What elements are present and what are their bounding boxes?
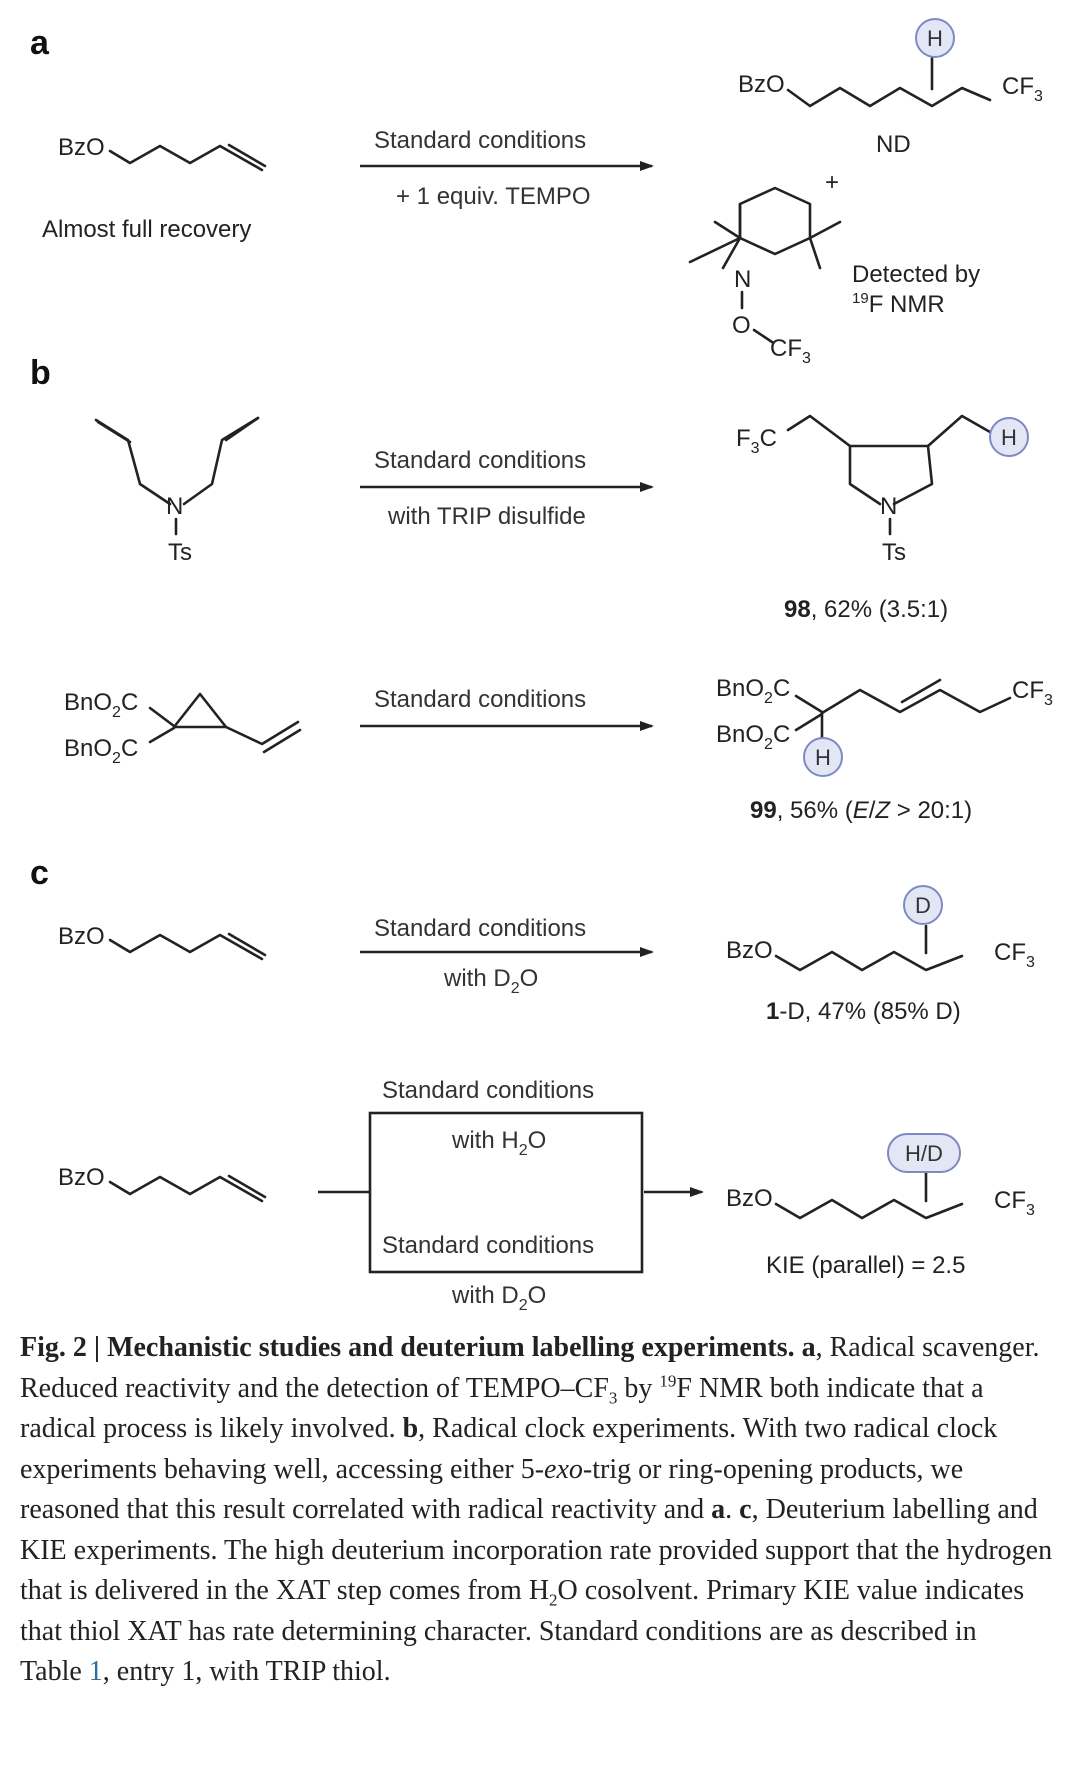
a-tempo-cf: CF3	[770, 335, 811, 367]
a-product-1: BzO H CF3 ND	[738, 18, 1043, 158]
b1-p-h-highlight	[989, 417, 1029, 457]
a-p1-h-label: H	[927, 26, 943, 51]
b2-p-h-label: H	[815, 745, 831, 770]
b1-result: 98, 62% (3.5:1)	[784, 596, 948, 623]
caption-table-ref[interactable]: 1	[88, 1656, 103, 1687]
c2-cond1-top: Standard conditions	[382, 1077, 594, 1104]
c2-p-cf: CF3	[994, 1187, 1035, 1219]
caption-b-label: b	[402, 1413, 419, 1444]
c2-result: KIE (parallel) = 2.5	[766, 1252, 965, 1279]
caption-fig-label: Fig. 2	[20, 1332, 87, 1363]
c1-condition-top: Standard conditions	[374, 915, 586, 942]
c2-sm-bzo: BzO	[58, 1164, 105, 1191]
panel-label-b: b	[30, 354, 51, 392]
caption-c-text3: , entry 1, with TRIP thiol.	[102, 1656, 391, 1687]
caption-a-text2: by	[617, 1372, 660, 1404]
c2-p-hd-label: H/D	[905, 1141, 943, 1166]
c2-product: BzO H/D CF3 KIE (parallel) = 2.5	[726, 1133, 1035, 1279]
a-p1-nd: ND	[876, 131, 911, 158]
a-detected-line2: 19F NMR	[852, 290, 945, 318]
c1-p-cf: CF3	[994, 939, 1035, 971]
c2-parallel-box: Standard conditions with H2O Standard co…	[318, 1077, 704, 1314]
a-condition-top: Standard conditions	[374, 127, 586, 154]
caption-b-italic: exo	[544, 1453, 583, 1485]
c2-p-bzo: BzO	[726, 1185, 773, 1212]
b1-p-h-label: H	[1001, 425, 1017, 450]
b1-p-n: N	[880, 493, 897, 520]
caption-title: Mechanistic studies and deuterium labell…	[107, 1332, 795, 1363]
a-detected-line1: Detected by	[852, 261, 980, 288]
a-p1-h-highlight	[915, 18, 955, 58]
b2-sm-bottom: BnO2C	[64, 735, 138, 767]
c1-starting-material: BzO	[58, 923, 267, 961]
c2-cond1-bottom: with H2O	[451, 1127, 546, 1159]
a-tempo-n: N	[734, 266, 751, 293]
b2-p-bottom: BnO2C	[716, 721, 790, 753]
caption-b-text1: , Radical clock experiments. With two ra…	[20, 1413, 998, 1485]
b1-p-ts: Ts	[882, 539, 906, 566]
a-detected-note: Detected by 19F NMR	[852, 261, 980, 318]
c2-cond2-bottom: with D2O	[451, 1282, 546, 1314]
b1-reaction-arrow: Standard conditions with TRIP disulfide	[360, 447, 654, 530]
c1-product: BzO D CF3 1-D, 47% (85% D)	[726, 885, 1035, 1025]
c1-reaction-arrow: Standard conditions with D2O	[360, 915, 654, 997]
caption-b-text2: -trig or ring-opening products, we reaso…	[20, 1453, 964, 1526]
b2-p-top: BnO2C	[716, 675, 790, 707]
b1-p-f3c: F3C	[736, 425, 777, 457]
c1-condition-bottom: with D2O	[443, 965, 538, 997]
reaction-scheme: a BzO Almost full recovery Standard cond…	[30, 18, 1053, 1314]
caption-a-text1: , Radical scavenger. Reduced reactivity …	[20, 1332, 1040, 1404]
caption-a-text3: F NMR both indicate that a radical proce…	[20, 1372, 984, 1445]
b2-condition-top: Standard conditions	[374, 686, 586, 713]
a-tempo-cf3: N O CF3	[688, 186, 842, 367]
c1-p-d-highlight	[903, 885, 943, 925]
c2-p-hd-highlight	[887, 1133, 961, 1173]
panel-label-c: c	[30, 854, 49, 892]
caption-c-sub: 2	[549, 1590, 558, 1610]
b2-p-cf: CF3	[1012, 677, 1053, 709]
b2-product: BnO2C BnO2C H CF3 99, 56% (E/Z > 20:1)	[716, 675, 1053, 824]
b2-reaction-arrow: Standard conditions	[360, 686, 654, 731]
b2-p-h-highlight	[803, 737, 843, 777]
caption-a-sup: 19	[659, 1371, 677, 1391]
b1-sm-ts: Ts	[168, 539, 192, 566]
a-p1-cf: CF3	[1002, 73, 1043, 105]
b2-sm-top: BnO2C	[64, 689, 138, 721]
panel-label-a: a	[30, 24, 50, 62]
a-condition-bottom: + 1 equiv. TEMPO	[396, 183, 591, 210]
caption-b-text3: .	[725, 1494, 740, 1525]
a-tempo-o: O	[732, 312, 751, 339]
c1-p-d-label: D	[915, 893, 931, 918]
a-plus: +	[825, 169, 839, 196]
c1-result: 1-D, 47% (85% D)	[766, 998, 961, 1025]
a-p1-bzo: BzO	[738, 71, 785, 98]
caption-c-text2: O cosolvent. Primary KIE value indicates…	[20, 1575, 1025, 1687]
b1-product: F3C H N Ts 98, 62% (3.5:1)	[736, 414, 1029, 623]
a-sm-bzo: BzO	[58, 134, 105, 161]
caption-b-ref: a	[711, 1494, 726, 1525]
c1-sm-bzo: BzO	[58, 923, 105, 950]
b2-result: 99, 56% (E/Z > 20:1)	[750, 797, 972, 824]
caption-c-text1: , Deuterium labelling and KIE experiment…	[20, 1494, 1053, 1606]
a-sm-note: Almost full recovery	[42, 216, 251, 243]
b1-starting-material: N Ts	[94, 416, 260, 566]
a-reaction-arrow: Standard conditions + 1 equiv. TEMPO	[360, 127, 654, 210]
caption-c-label: c	[739, 1494, 752, 1525]
c1-p-bzo: BzO	[726, 937, 773, 964]
a-starting-material: BzO Almost full recovery	[42, 134, 267, 243]
caption-separator: |	[86, 1332, 108, 1363]
b1-sm-n: N	[166, 493, 183, 520]
caption-a-label: a	[801, 1332, 816, 1363]
caption-a-sub: 3	[608, 1388, 618, 1408]
c2-starting-material: BzO	[58, 1164, 267, 1203]
b1-condition-top: Standard conditions	[374, 447, 586, 474]
c2-cond2-top: Standard conditions	[382, 1232, 594, 1259]
b1-condition-bottom: with TRIP disulfide	[387, 503, 586, 530]
figure-caption: Fig. 2 | Mechanistic studies and deuteri…	[20, 1328, 1065, 1693]
b2-starting-material: BnO2C BnO2C	[64, 689, 302, 767]
